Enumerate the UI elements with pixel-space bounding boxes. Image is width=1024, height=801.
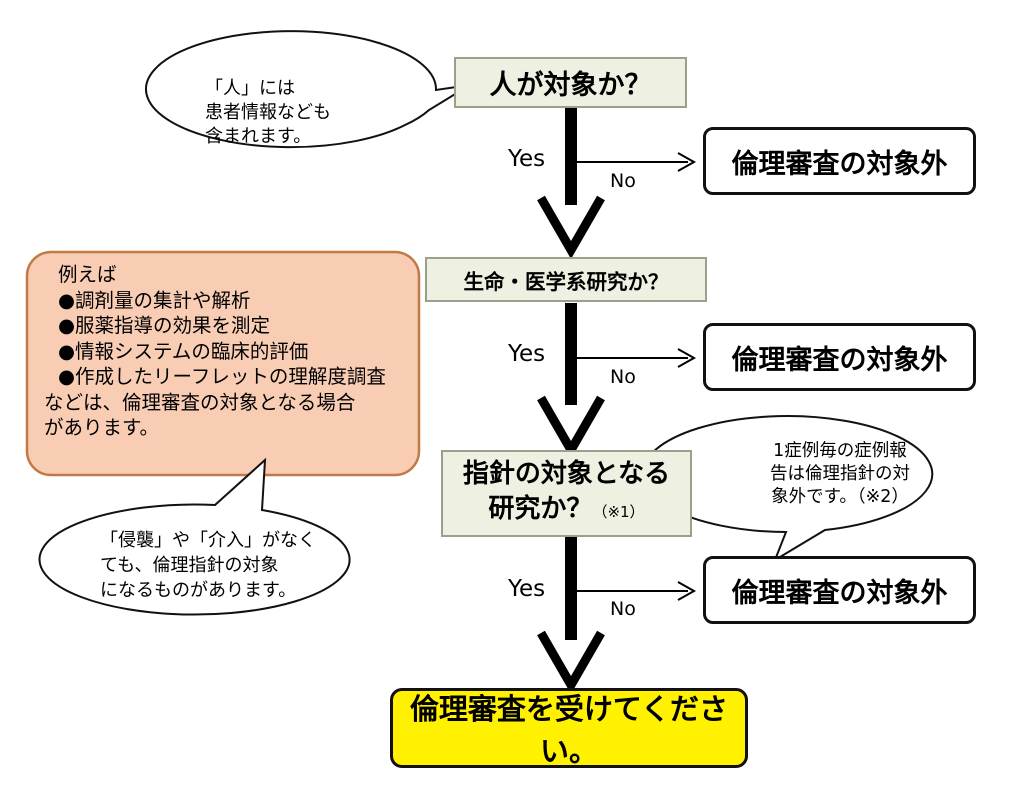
examples-box: 例えば ●調剤量の集計や解析 ●服薬指導の効果を測定 ●情報システムの臨床的評価… <box>44 262 386 441</box>
no-label-1: No <box>610 170 636 192</box>
no-label-3: No <box>610 598 636 620</box>
outcome-out-of-scope-2-text: 倫理審査の対象外 <box>731 344 948 376</box>
outcome-out-of-scope-1-text: 倫理審査の対象外 <box>731 148 948 180</box>
invasion-note-line2: ても、倫理指針の対象 <box>100 555 279 576</box>
person-note: 「人」には 患者情報なども 含まれます。 <box>205 77 425 149</box>
case-report-note: 1症例毎の症例報 告は倫理指針の対 象外です。（※2） <box>735 440 945 509</box>
question-guideline-target: 指針の対象となる 研究か？（※1） <box>441 450 692 537</box>
yes-label-1: Yes <box>508 146 546 172</box>
final-ethics-review-text: 倫理審査を受けてください。 <box>409 692 729 768</box>
person-note-line3: 含まれます。 <box>205 126 312 147</box>
examples-heading: 例えば <box>58 263 117 286</box>
example-item-1: ●調剤量の集計や解析 <box>58 288 251 312</box>
case-report-line1: 1症例毎の症例報 <box>773 441 907 461</box>
outcome-out-of-scope-2: 倫理審査の対象外 <box>703 323 976 391</box>
question-guideline-line2-wrap: 研究か？（※1） <box>488 492 644 530</box>
example-item-2: ●服薬指導の効果を測定 <box>58 314 271 337</box>
outcome-out-of-scope-3-text: 倫理審査の対象外 <box>731 577 948 609</box>
invasion-note-bubble <box>38 457 351 616</box>
invasion-note-line1: 「侵襲」や「介入」がなく <box>100 530 316 551</box>
outcome-out-of-scope-3: 倫理審査の対象外 <box>703 556 976 624</box>
no-arrow-3 <box>577 581 697 601</box>
case-report-line2: 告は倫理指針の対 <box>770 464 910 484</box>
question-guideline-line1: 指針の対象となる <box>462 459 671 489</box>
note-ref-1: （※1） <box>592 503 645 521</box>
question-life-medical-text: 生命・医学系研究か？ <box>463 269 669 294</box>
question-guideline-line2: 研究か？ <box>488 494 593 524</box>
main-arrow-3 <box>537 537 605 695</box>
person-note-line2: 患者情報なども <box>205 102 331 123</box>
example-item-3: ●情報システムの臨床的評価 <box>58 339 309 363</box>
person-note-line1: 「人」には <box>205 78 295 99</box>
person-note-bubble <box>145 30 471 149</box>
question-human-subject: 人が対象か？ <box>454 57 687 108</box>
no-arrow-2 <box>577 348 697 368</box>
question-human-subject-text: 人が対象か？ <box>489 70 652 101</box>
example-item-4: ●作成したリーフレットの理解度調査 <box>58 365 386 388</box>
yes-label-3: Yes <box>508 576 546 602</box>
no-arrow-1 <box>577 152 697 172</box>
examples-footer-2: があります。 <box>44 416 160 439</box>
main-arrow-2 <box>537 303 605 460</box>
invasion-note: 「侵襲」や「介入」がなく ても、倫理指針の対象 になるものがあります。 <box>100 528 360 603</box>
invasion-note-line3: になるものがあります。 <box>100 580 297 601</box>
examples-footer-1: などは、倫理審査の対象となる場合 <box>44 390 356 414</box>
examples-box-shape <box>25 250 421 477</box>
main-arrow-1 <box>537 108 605 260</box>
outcome-out-of-scope-1: 倫理審査の対象外 <box>703 127 976 195</box>
question-life-medical: 生命・医学系研究か？ <box>425 257 707 302</box>
yes-label-2: Yes <box>508 341 546 367</box>
no-label-2: No <box>610 366 636 388</box>
final-ethics-review: 倫理審査を受けてください。 <box>390 688 748 768</box>
case-report-line3: 象外です。（※2） <box>771 487 909 507</box>
